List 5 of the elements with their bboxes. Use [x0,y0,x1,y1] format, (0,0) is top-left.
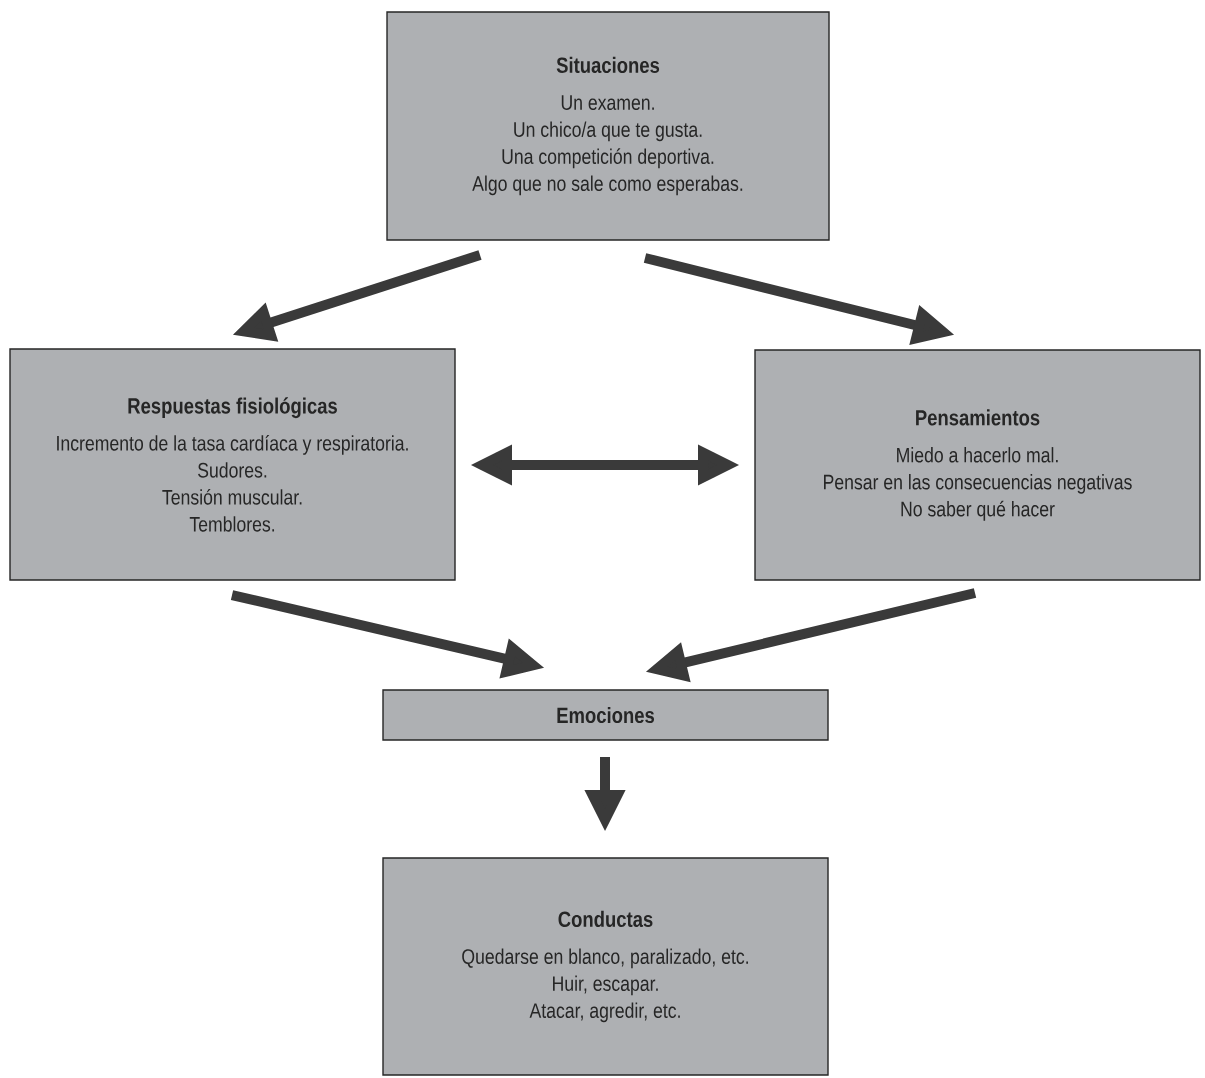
process-box: Situaciones Un examen. Un chico/a que te gusta. Una competición deportiva. Algo que no sale como esperabas. [386,11,830,241]
process-box: Emociones [382,689,829,741]
process-box: Pensamientos Miedo a hacerlo mal. Pensar en las consecuencias negativas No saber qué hacer [754,349,1201,581]
process-box: Respuestas fisiológicas Incremento de la tasa cardíaca y respiratoria. Sudores. Tensión muscular. Temblores. [9,348,456,581]
process-box: Conductas Quedarse en blanco, paralizado, etc. Huir, escapar. Atacar, agredir, etc. [382,857,829,1076]
